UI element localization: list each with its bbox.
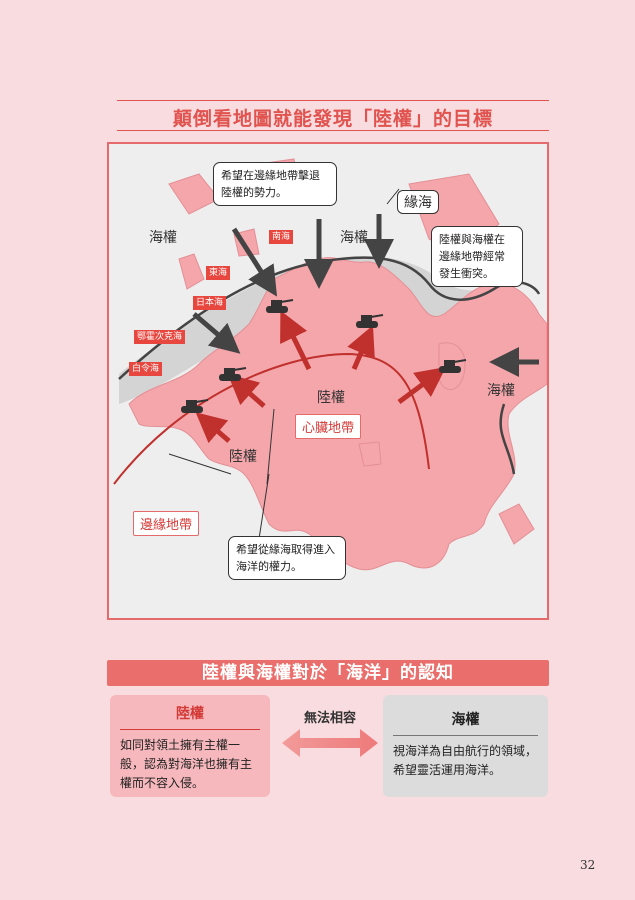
tank-icon [181,399,209,413]
label-sea-power-right: 海權 [487,383,515,399]
rimland-pointer [266,408,275,485]
callout-sea-power-goal: 希望在邊緣地帶擊退陸權的勢力。 [213,162,337,206]
section-banner: 陸權與海權對於「海洋」的認知 [107,660,549,686]
sea-tag-south-china-sea: 南海 [269,230,294,244]
sea-power-card: 海權 視海洋為自由航行的領域，希望靈活運用海洋。 [383,695,548,797]
sea-tag-bering-sea: 白令海 [129,362,163,376]
inverted-map: 希望在邊緣地帶擊退陸權的勢力。 陸權與海權在邊緣地帶經常發生衝突。 希望從緣海取… [107,142,549,620]
title-rule-bottom [117,130,549,131]
label-sea-power-top: 海權 [340,230,368,246]
sea-power-heading: 海權 [451,712,480,728]
sea-tag-sea-of-okhotsk: 鄂霍次克海 [134,330,186,344]
label-land-power-left: 陸權 [229,449,257,465]
sea-arrow-2 [192,312,241,354]
title-rule-top [117,100,549,101]
land-arrow-2 [347,325,375,370]
tank-icon [219,367,247,381]
land-power-rule [120,729,260,730]
land-power-heading: 陸權 [176,706,204,722]
marginal-pointer [386,188,400,205]
land-arrow-3 [227,374,266,408]
bottom-callout-pointer [258,473,270,540]
land-arrow-4 [195,412,231,444]
tank-icon [356,314,384,328]
inner-islands [358,342,535,545]
conflict-label: 無法相容 [303,711,356,726]
tank-icon [266,299,294,313]
label-land-power-center: 陸權 [317,390,345,406]
page-title: 顛倒看地圖就能發現「陸權」的目標 [172,108,493,130]
rimland-arc-right [499,403,516,475]
callout-conflict: 陸權與海權在邊緣地帶經常發生衝突。 [431,226,523,287]
page-number: 32 [580,858,596,872]
eurasia-landmass [128,257,547,571]
land-arrow-5 [397,367,447,405]
double-arrow-icon [282,729,378,757]
sea-tag-east-china-sea: 東海 [206,266,231,280]
sea-power-text: 視海洋為自由航行的領域，希望靈活運用海洋。 [393,744,538,777]
sea-arrow-1 [231,227,278,297]
label-marginal-sea: 緣海 [397,190,439,214]
heartland-arc [113,352,430,485]
land-power-card: 陸權 如同對領土擁有主權一般，認為對海洋也擁有主權而不容入侵。 [110,695,270,797]
label-rimland: 邊緣地帶 [133,511,200,536]
callout-land-power-goal: 希望從緣海取得進入海洋的權力。 [228,536,346,580]
label-heartland: 心臟地帶 [295,414,362,439]
label-sea-power-left: 海權 [149,230,177,246]
land-arrow-1 [280,310,312,371]
sea-tag-sea-of-japan: 日本海 [193,296,227,310]
tank-icon [439,359,467,373]
rimland-pointer-2 [168,453,232,475]
sea-power-rule [393,735,538,736]
land-power-text: 如同對領土擁有主權一般，認為對海洋也擁有主權而不容入侵。 [120,738,253,790]
